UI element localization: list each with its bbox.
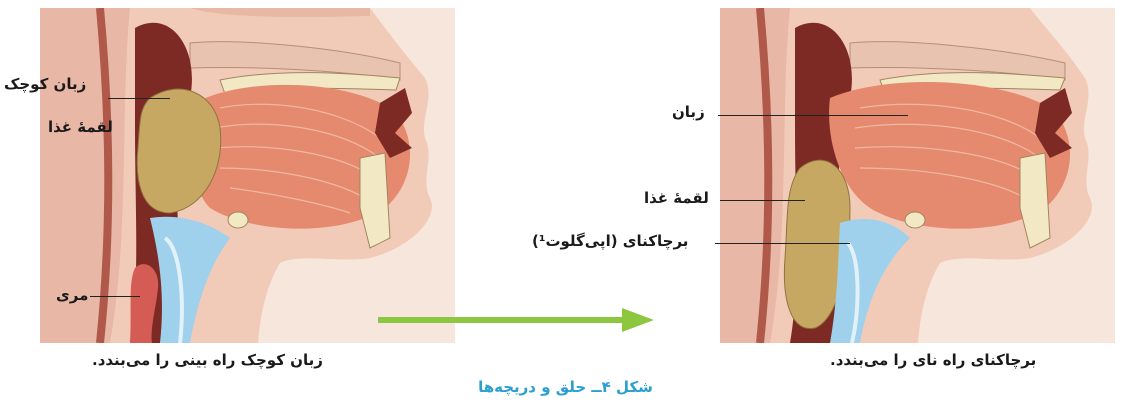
leader-line-esophagus xyxy=(90,296,140,297)
label-bolus-right: لقمهٔ غذا xyxy=(644,189,709,207)
caption-left: زبان کوچک راه بینی را می‌بندد. xyxy=(92,351,323,369)
label-uvula: زبان کوچک xyxy=(4,75,86,93)
caption-right: برچاکنای راه نای را می‌بندد. xyxy=(830,351,1036,369)
leader-line-tongue xyxy=(718,115,908,116)
anatomy-illustration-uvula xyxy=(40,8,455,343)
leader-line-epiglottis xyxy=(715,243,850,244)
label-epiglottis: برچاکنای (اپی‌گلوت¹) xyxy=(532,232,688,250)
throat-cross-section-right xyxy=(720,8,1115,343)
label-bolus-left: لقمهٔ غذا xyxy=(48,118,113,136)
leader-line-bolus xyxy=(720,200,805,201)
arrow-right-icon xyxy=(378,305,658,335)
label-esophagus: مری xyxy=(56,286,88,304)
anatomy-illustration-epiglottis xyxy=(720,8,1115,343)
leader-line-uvula xyxy=(108,98,170,99)
label-tongue: زبان xyxy=(672,103,705,121)
throat-cross-section-left xyxy=(40,8,455,343)
figure-title: شکل ۴ــ حلق و دریچه‌ها xyxy=(0,378,1131,396)
